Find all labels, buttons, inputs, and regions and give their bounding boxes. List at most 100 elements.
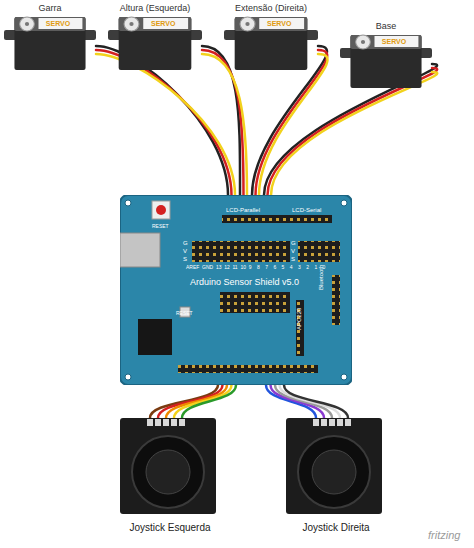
mount-hole xyxy=(125,200,131,206)
wire xyxy=(202,46,240,195)
servo-case xyxy=(235,17,308,70)
silkscreen-label: V xyxy=(291,248,295,254)
wire xyxy=(280,385,341,418)
silkscreen-label: V xyxy=(183,248,187,254)
servo-hub xyxy=(25,22,29,26)
joystick-knob xyxy=(146,450,190,494)
wire xyxy=(96,50,232,195)
silkscreen-label: S xyxy=(183,256,187,262)
joystick-label: Joystick Esquerda xyxy=(120,522,220,533)
joystick: Joystick Direita xyxy=(286,418,386,533)
silkscreen-label: 9 xyxy=(249,265,252,270)
joystick-pin xyxy=(337,419,343,426)
wire xyxy=(202,50,244,195)
silkscreen-label: RESET xyxy=(152,224,169,229)
servo-header xyxy=(298,241,340,262)
joystick-knob xyxy=(312,450,356,494)
servo-hub xyxy=(245,22,249,26)
wire xyxy=(182,385,236,418)
servo-motor: Extensão (Direita) SERVO xyxy=(224,2,318,70)
servo-case xyxy=(119,17,192,70)
silkscreen-label: 10 xyxy=(241,265,247,270)
silkscreen-label: G xyxy=(291,240,296,246)
power-header xyxy=(178,365,318,373)
joystick-drawing xyxy=(120,418,216,514)
silkscreen-label: 6 xyxy=(273,265,276,270)
servo-brand: SERVO xyxy=(37,18,79,29)
servo-label: Extensão (Direita) xyxy=(224,2,318,14)
wire xyxy=(202,54,247,195)
joystick-pin xyxy=(313,419,319,426)
usb-port xyxy=(120,233,160,267)
mount-hole xyxy=(341,374,347,380)
joystick-board xyxy=(286,418,382,514)
silkscreen-label: 4 xyxy=(290,265,293,270)
silkscreen-label: APC220 xyxy=(296,308,302,330)
servo-body: SERVO xyxy=(108,14,202,70)
joystick-pin xyxy=(155,419,161,426)
servo-top xyxy=(119,17,192,31)
servo-label: Altura (Esquerda) xyxy=(108,2,202,14)
silkscreen-label: 13 xyxy=(216,265,222,270)
servo-top xyxy=(14,17,85,31)
wire xyxy=(271,72,437,195)
servo-horn xyxy=(356,35,371,49)
joystick-pin xyxy=(345,419,351,426)
servo-hub xyxy=(129,22,133,26)
apc220-header xyxy=(296,300,304,356)
silkscreen-label: G xyxy=(183,240,188,246)
joystick-label: Joystick Direita xyxy=(286,522,386,533)
joystick-drawing xyxy=(286,418,382,514)
joystick: Joystick Esquerda xyxy=(120,418,220,533)
wire xyxy=(256,50,328,195)
silkscreen-label: 5 xyxy=(282,265,285,270)
servo-header xyxy=(192,241,290,262)
reset-cap xyxy=(156,205,166,215)
bluetooth-header xyxy=(332,275,340,325)
silkscreen-label: 8 xyxy=(257,265,260,270)
joystick-cap xyxy=(298,436,370,508)
servo-horn xyxy=(124,17,139,31)
silkscreen-label: 11 xyxy=(232,265,237,270)
servo-top xyxy=(350,35,421,49)
joystick-pin xyxy=(147,419,153,426)
servo-brand: SERVO xyxy=(142,18,185,29)
servo-motor: Altura (Esquerda) SERVO xyxy=(108,2,202,70)
silkscreen-label: 12 xyxy=(224,265,230,270)
servo-body: SERVO xyxy=(224,14,318,70)
servo-case xyxy=(350,35,421,88)
joystick-cap xyxy=(132,436,204,508)
wire xyxy=(275,385,332,418)
joystick-pin xyxy=(171,419,177,426)
wire xyxy=(96,54,235,195)
silkscreen-label: 1 xyxy=(314,265,317,270)
joystick-pin xyxy=(179,419,185,426)
servo-case xyxy=(14,17,85,70)
silkscreen-label: Bluetooth xyxy=(318,265,324,290)
joystick-pin xyxy=(321,419,327,426)
silkscreen-label: LCD-Parallel xyxy=(226,207,260,213)
reset-button xyxy=(152,201,170,219)
watermark: fritzing xyxy=(428,530,460,541)
servo-hub xyxy=(361,40,365,44)
silkscreen-label: LCD-Serial xyxy=(292,207,321,213)
servo-motor: GarraSERVO xyxy=(4,2,96,70)
silkscreen-label: 2 xyxy=(306,265,309,270)
joystick-pcb xyxy=(286,418,382,514)
silkscreen-label: 7 xyxy=(265,265,268,270)
mount-hole xyxy=(341,200,347,206)
lcd-header xyxy=(222,215,332,223)
joystick-pin xyxy=(163,419,169,426)
joystick-pcb xyxy=(120,418,216,514)
board-name: Arduino Sensor Shield v5.0 xyxy=(190,277,299,287)
joystick-board xyxy=(120,418,216,514)
servo-body: SERVO xyxy=(4,14,96,70)
servo-horn xyxy=(240,17,255,31)
mount-hole xyxy=(125,374,131,380)
servo-label: Base xyxy=(340,20,432,32)
servo-horn xyxy=(20,17,35,31)
servo-brand: SERVO xyxy=(258,18,301,29)
silkscreen-label: AREF xyxy=(186,265,199,270)
analog-header xyxy=(220,292,290,313)
